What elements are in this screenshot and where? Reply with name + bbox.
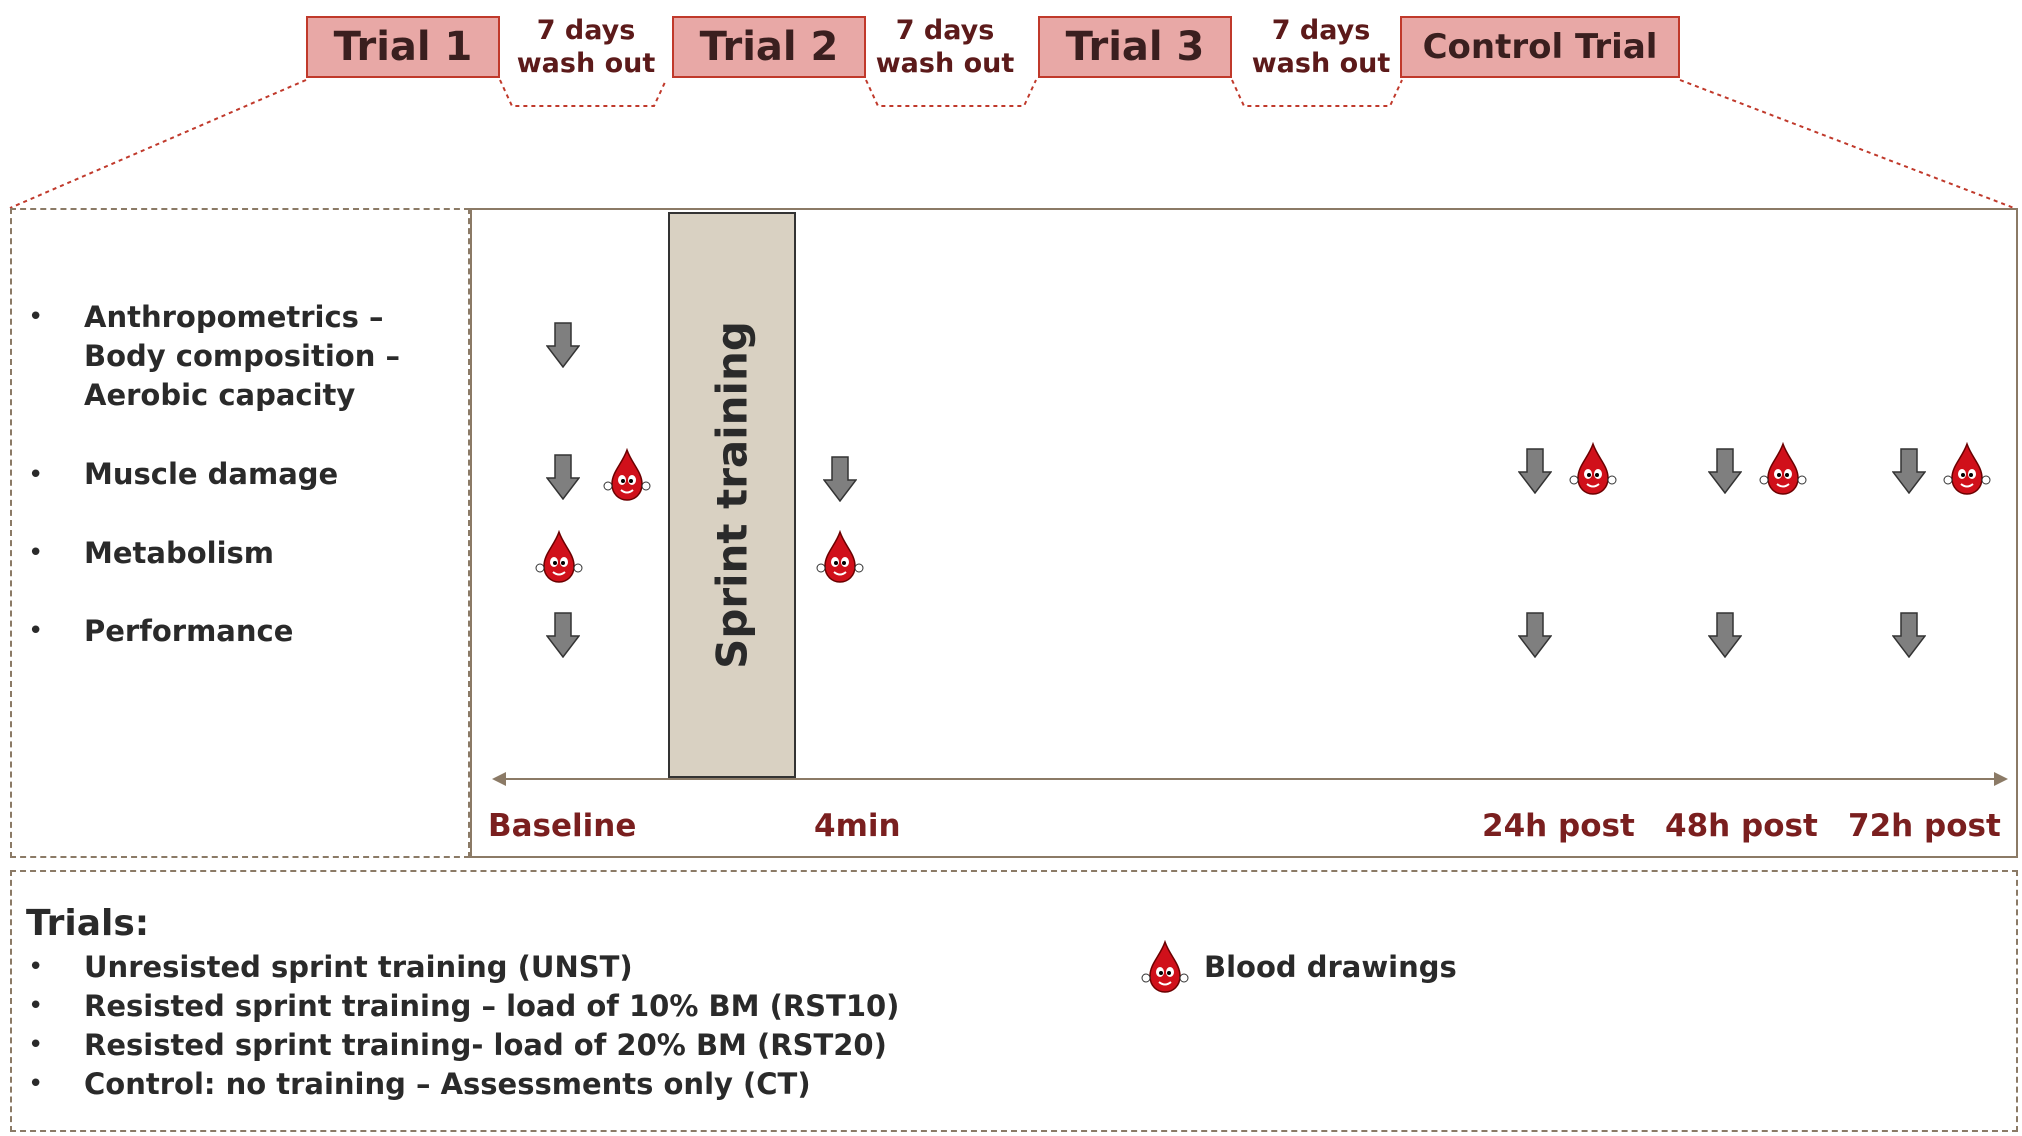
trials-panel [10,870,2018,1132]
bullet: • [28,538,44,568]
measure-muscle-damage: Muscle damage [84,457,339,491]
time-axis [492,772,2008,786]
timeline-panel [470,208,2018,858]
trial-1-label: Trial 1 [333,24,473,70]
trial-item-control: Control: no training – Assessments only … [84,1067,811,1101]
bullet: • [28,302,44,332]
trial-1-box: Trial 1 [306,16,500,78]
measures-panel [10,208,470,858]
down-arrow-icon [1518,448,1552,494]
down-arrow-icon [1518,612,1552,658]
down-arrow-icon [546,322,580,368]
trial-item-rst10: Resisted sprint training – load of 10% B… [84,989,900,1023]
legend-blood-drawings: Blood drawings [1204,950,1457,984]
down-arrow-icon [1708,612,1742,658]
washout-days: 7 days [1271,15,1371,46]
down-arrow-icon [1708,448,1742,494]
bullet: • [28,460,44,490]
trial-item-unst: Unresisted sprint training (UNST) [84,950,633,984]
bullet: • [28,616,44,646]
down-arrow-icon [546,454,580,500]
measure-line: Aerobic capacity [84,378,356,412]
down-arrow-icon [1892,448,1926,494]
blood-drop-mascot-icon [535,530,583,583]
washout-days: 7 days [895,15,995,46]
sprint-training-label: Sprint training [707,321,757,669]
sprint-training-block: Sprint training [668,212,796,778]
blood-drop-mascot-icon [1759,442,1807,495]
bullet: • [28,991,44,1021]
washout-text: wash out [875,48,1015,79]
blood-drop-mascot-icon [1569,442,1617,495]
blood-drop-mascot-icon [1141,940,1189,993]
timepoint-4min: 4min [814,808,901,844]
blood-drop-mascot-icon [816,530,864,583]
timepoint-24h: 24h post [1482,808,1635,844]
down-arrow-icon [823,456,857,502]
trial-3-box: Trial 3 [1038,16,1232,78]
blood-drop-mascot-icon [603,448,651,501]
measure-line: Anthropometrics – [84,300,384,334]
washout-text: wash out [1251,48,1391,79]
control-trial-label: Control Trial [1422,27,1658,67]
washout-days: 7 days [536,15,636,46]
control-trial-box: Control Trial [1400,16,1680,78]
blood-drop-mascot-icon [1943,442,1991,495]
trial-item-rst20: Resisted sprint training- load of 20% BM… [84,1028,887,1062]
bullet: • [28,1030,44,1060]
trial-2-label: Trial 2 [699,24,839,70]
timepoint-72h: 72h post [1848,808,2001,844]
measure-line: Body composition – [84,339,400,373]
down-arrow-icon [546,612,580,658]
bullet: • [28,1069,44,1099]
trials-title: Trials: [26,903,150,944]
timepoint-baseline: Baseline [488,808,637,844]
trial-2-box: Trial 2 [672,16,866,78]
bullet: • [28,952,44,982]
measure-anthropometrics: Anthropometrics – Body composition – Aer… [84,298,400,415]
measure-metabolism: Metabolism [84,536,275,570]
measure-performance: Performance [84,614,294,648]
down-arrow-icon [1892,612,1926,658]
timepoint-48h: 48h post [1665,808,1818,844]
trial-3-label: Trial 3 [1065,24,1205,70]
washout-text: wash out [516,48,656,79]
